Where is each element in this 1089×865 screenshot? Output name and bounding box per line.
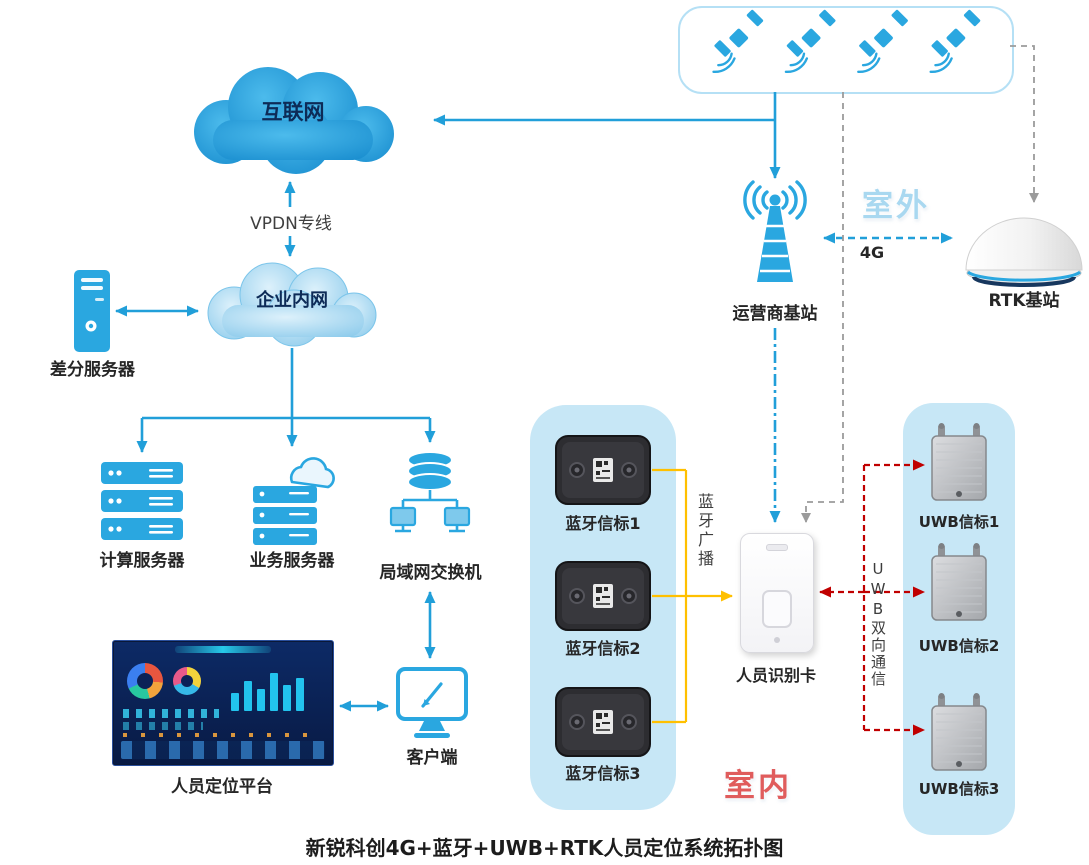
cloud-icon <box>194 67 394 174</box>
lan-switch <box>385 448 475 548</box>
outdoor-zone-label: 室外 <box>862 188 930 224</box>
link-4g-label: 4G <box>859 243 885 262</box>
client-label: 客户端 <box>406 748 458 768</box>
indoor-zone-label: 室内 <box>724 768 792 804</box>
platform-dashboard <box>112 640 334 766</box>
bt-beacon-2 <box>553 556 653 636</box>
uwb-beacon-icon <box>931 693 987 771</box>
diff-server <box>58 268 128 356</box>
card-indicator-dot <box>774 637 780 643</box>
vpdn-link-label: VPDN专线 <box>230 207 352 236</box>
bluetooth-beacon-icon <box>555 561 651 631</box>
monitor-icon <box>396 667 468 738</box>
business-server <box>245 452 340 546</box>
antenna-tower-icon <box>743 180 807 282</box>
uwb-beacon-2 <box>928 542 990 624</box>
dashboard-dot-row <box>123 733 321 737</box>
lan-switch-label: 局域网交换机 <box>379 563 482 583</box>
compute-server-label: 计算服务器 <box>99 551 185 571</box>
cloud-icon <box>207 262 377 347</box>
diagram-title: 新锐科创4G+蓝牙+UWB+RTK人员定位系统拓扑图 <box>305 836 784 860</box>
rtk-station <box>960 210 1088 292</box>
bluetooth-beacon-icon <box>555 687 651 757</box>
person-card-icon <box>740 533 814 653</box>
diff-server-label: 差分服务器 <box>50 360 135 380</box>
server-rack-icon <box>101 462 183 540</box>
uwb-beacon-icon <box>931 543 987 621</box>
uwb-comm-label: UWB双向通信 <box>869 560 887 688</box>
carrier-station <box>720 178 830 303</box>
bt-broadcast-label: 蓝牙广播 <box>695 493 714 569</box>
internet-label: 互联网 <box>261 100 325 124</box>
client <box>392 665 472 747</box>
bt-beacon-3-label: 蓝牙信标3 <box>565 764 641 783</box>
cloud-server-icon <box>253 457 335 545</box>
server-tower-icon <box>74 270 110 352</box>
uwb-beacon-1 <box>928 422 990 504</box>
intranet-cloud <box>182 255 402 350</box>
uwb-beacon-1-label: UWB信标1 <box>918 513 1000 531</box>
satellite-group-box <box>678 6 1014 94</box>
platform-label: 人员定位平台 <box>171 777 273 797</box>
internet-cloud <box>168 62 418 177</box>
uwb-beacon-3-label: UWB信标3 <box>918 780 1000 798</box>
carrier-station-label: 运营商基站 <box>732 304 818 324</box>
dashboard-donut-chart <box>173 667 201 695</box>
dashboard-bottom-bars <box>121 741 325 759</box>
uwb-beacon-2-label: UWB信标2 <box>918 637 1000 655</box>
card-button <box>762 590 792 628</box>
rtk-station-label: RTK基站 <box>988 291 1060 311</box>
dashboard-icon-row <box>123 709 219 718</box>
business-server-label: 业务服务器 <box>249 551 335 571</box>
bt-beacon-1-label: 蓝牙信标1 <box>565 514 641 533</box>
uwb-beacon-icon <box>931 423 987 501</box>
bluetooth-beacon-icon <box>555 435 651 505</box>
dashboard-icon-row <box>123 722 203 730</box>
uwb-beacon-3 <box>928 692 990 774</box>
compute-server <box>97 458 187 546</box>
switch-stack-icon <box>389 451 471 533</box>
dashboard-header-bar <box>175 646 271 653</box>
rtk-dome-icon <box>965 217 1083 287</box>
bt-beacon-2-label: 蓝牙信标2 <box>565 639 641 658</box>
intranet-label: 企业内网 <box>256 290 328 311</box>
person-card-label: 人员识别卡 <box>735 666 816 685</box>
card-speaker-slot <box>766 544 788 551</box>
bt-beacon-1 <box>553 430 653 510</box>
dashboard-donut-chart <box>127 663 163 699</box>
bt-beacon-3 <box>553 682 653 762</box>
dashboard-bar-chart <box>231 661 325 711</box>
